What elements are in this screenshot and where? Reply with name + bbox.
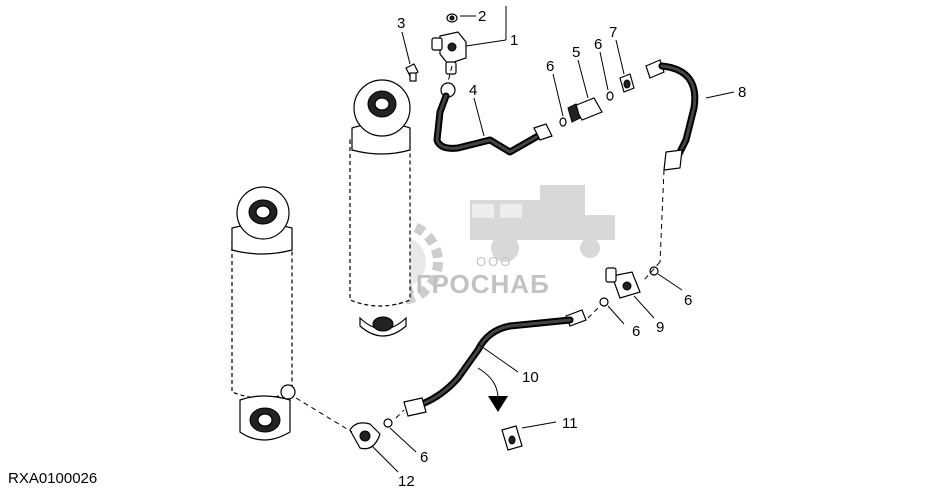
callout-5: 5 xyxy=(572,44,580,61)
callout-6-d: 6 xyxy=(632,323,640,340)
watermark-tractor-icon xyxy=(470,185,615,262)
callout-10: 10 xyxy=(522,369,539,386)
callout-7: 7 xyxy=(609,24,617,41)
o-ring xyxy=(599,297,609,307)
callout-6-c: 6 xyxy=(684,292,692,309)
lower-hose xyxy=(403,309,587,417)
watermark-prefix: ООО xyxy=(476,254,512,269)
o-ring xyxy=(606,91,614,101)
o-ring xyxy=(383,418,393,428)
front-hydraulic-cylinder xyxy=(231,186,296,441)
adapter-fitting xyxy=(567,97,603,123)
hose-clamp xyxy=(501,425,523,451)
steel-line xyxy=(433,82,553,156)
callout-8: 8 xyxy=(738,84,746,101)
callout-11: 11 xyxy=(562,415,578,432)
callout-1: 1 xyxy=(510,32,518,49)
elbow-fitting-right xyxy=(605,267,641,299)
callout-3: 3 xyxy=(397,15,405,32)
callout-12: 12 xyxy=(398,473,415,490)
watermark-logo: ООО АГРОСНАБ xyxy=(357,185,615,305)
o-ring xyxy=(649,266,659,276)
callout-9: 9 xyxy=(656,319,664,336)
cap-fitting xyxy=(446,13,458,23)
callout-4: 4 xyxy=(469,82,477,99)
union-fitting xyxy=(619,73,635,93)
callout-6-b: 6 xyxy=(594,36,602,53)
assembly-arrow-icon xyxy=(477,367,508,412)
upper-hose xyxy=(645,59,699,171)
callout-2: 2 xyxy=(478,8,486,25)
bleed-nipple xyxy=(405,63,419,82)
rear-hydraulic-cylinder xyxy=(349,79,411,337)
callout-6-a: 6 xyxy=(546,58,554,75)
elbow-fitting-left xyxy=(349,422,381,450)
watermark-brand: АГРОСНАБ xyxy=(396,269,550,299)
callout-6-e: 6 xyxy=(420,449,428,466)
leader-lines xyxy=(371,6,735,473)
connection-lines xyxy=(295,65,665,433)
callout-labels: 1 2 3 4 5 6 7 8 6 6 9 10 11 6 12 6 xyxy=(397,8,746,490)
o-ring xyxy=(559,117,567,127)
figure-id-label: RXA0100026 xyxy=(8,470,98,487)
tee-fitting xyxy=(431,31,467,75)
